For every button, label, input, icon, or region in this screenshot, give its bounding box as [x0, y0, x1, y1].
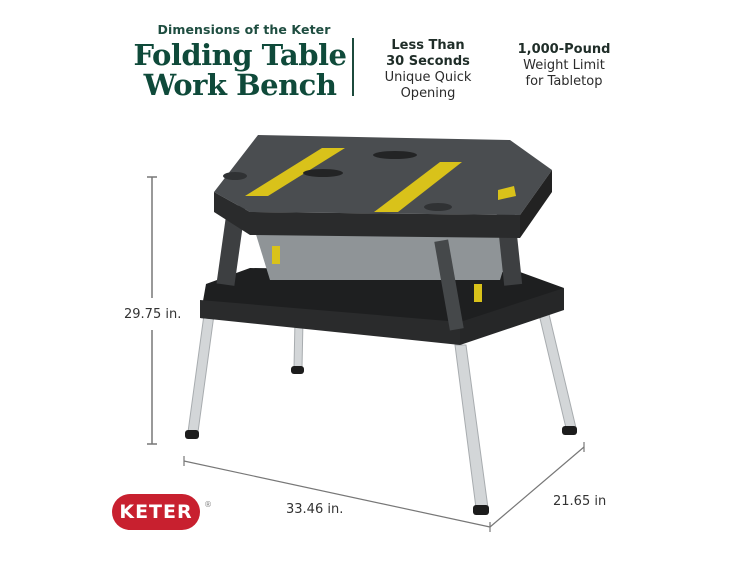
- width-dimension-label: 33.46 in.: [286, 502, 344, 517]
- header-kicker: Dimensions of the Keter: [157, 22, 331, 37]
- feature-bold-1: Less Than: [391, 38, 465, 53]
- registered-mark: ®: [204, 500, 212, 509]
- feature-bold-2: 30 Seconds: [386, 54, 470, 69]
- lower-shelf: [200, 268, 564, 345]
- feature-quick-opening: Less Than 30 Seconds Unique Quick Openin…: [378, 38, 478, 102]
- keter-logo: KETER: [112, 494, 200, 530]
- legs: [185, 299, 577, 515]
- feature-weight-limit: 1,000-Pound Weight Limit for Tabletop: [506, 42, 622, 90]
- depth-dimension-line: [489, 442, 585, 528]
- title-line-2: Work Bench: [143, 68, 337, 102]
- page-title: Folding Table Work Bench: [120, 40, 360, 100]
- feature-text-1: Weight Limit: [523, 58, 605, 73]
- depth-dimension-label: 21.65 in: [553, 494, 607, 509]
- title-line-1: Folding Table: [133, 38, 347, 72]
- header-divider: [352, 38, 354, 96]
- feature-text-2: Opening: [400, 86, 456, 101]
- feature-bold-1: 1,000-Pound: [517, 42, 611, 57]
- height-dimension-line: [147, 176, 157, 445]
- tabletop: [214, 135, 552, 238]
- width-dimension-line: [183, 456, 491, 532]
- feature-text-2: for Tabletop: [525, 74, 603, 89]
- height-dimension-label: 29.75 in.: [124, 307, 182, 322]
- feature-text-1: Unique Quick: [384, 70, 472, 85]
